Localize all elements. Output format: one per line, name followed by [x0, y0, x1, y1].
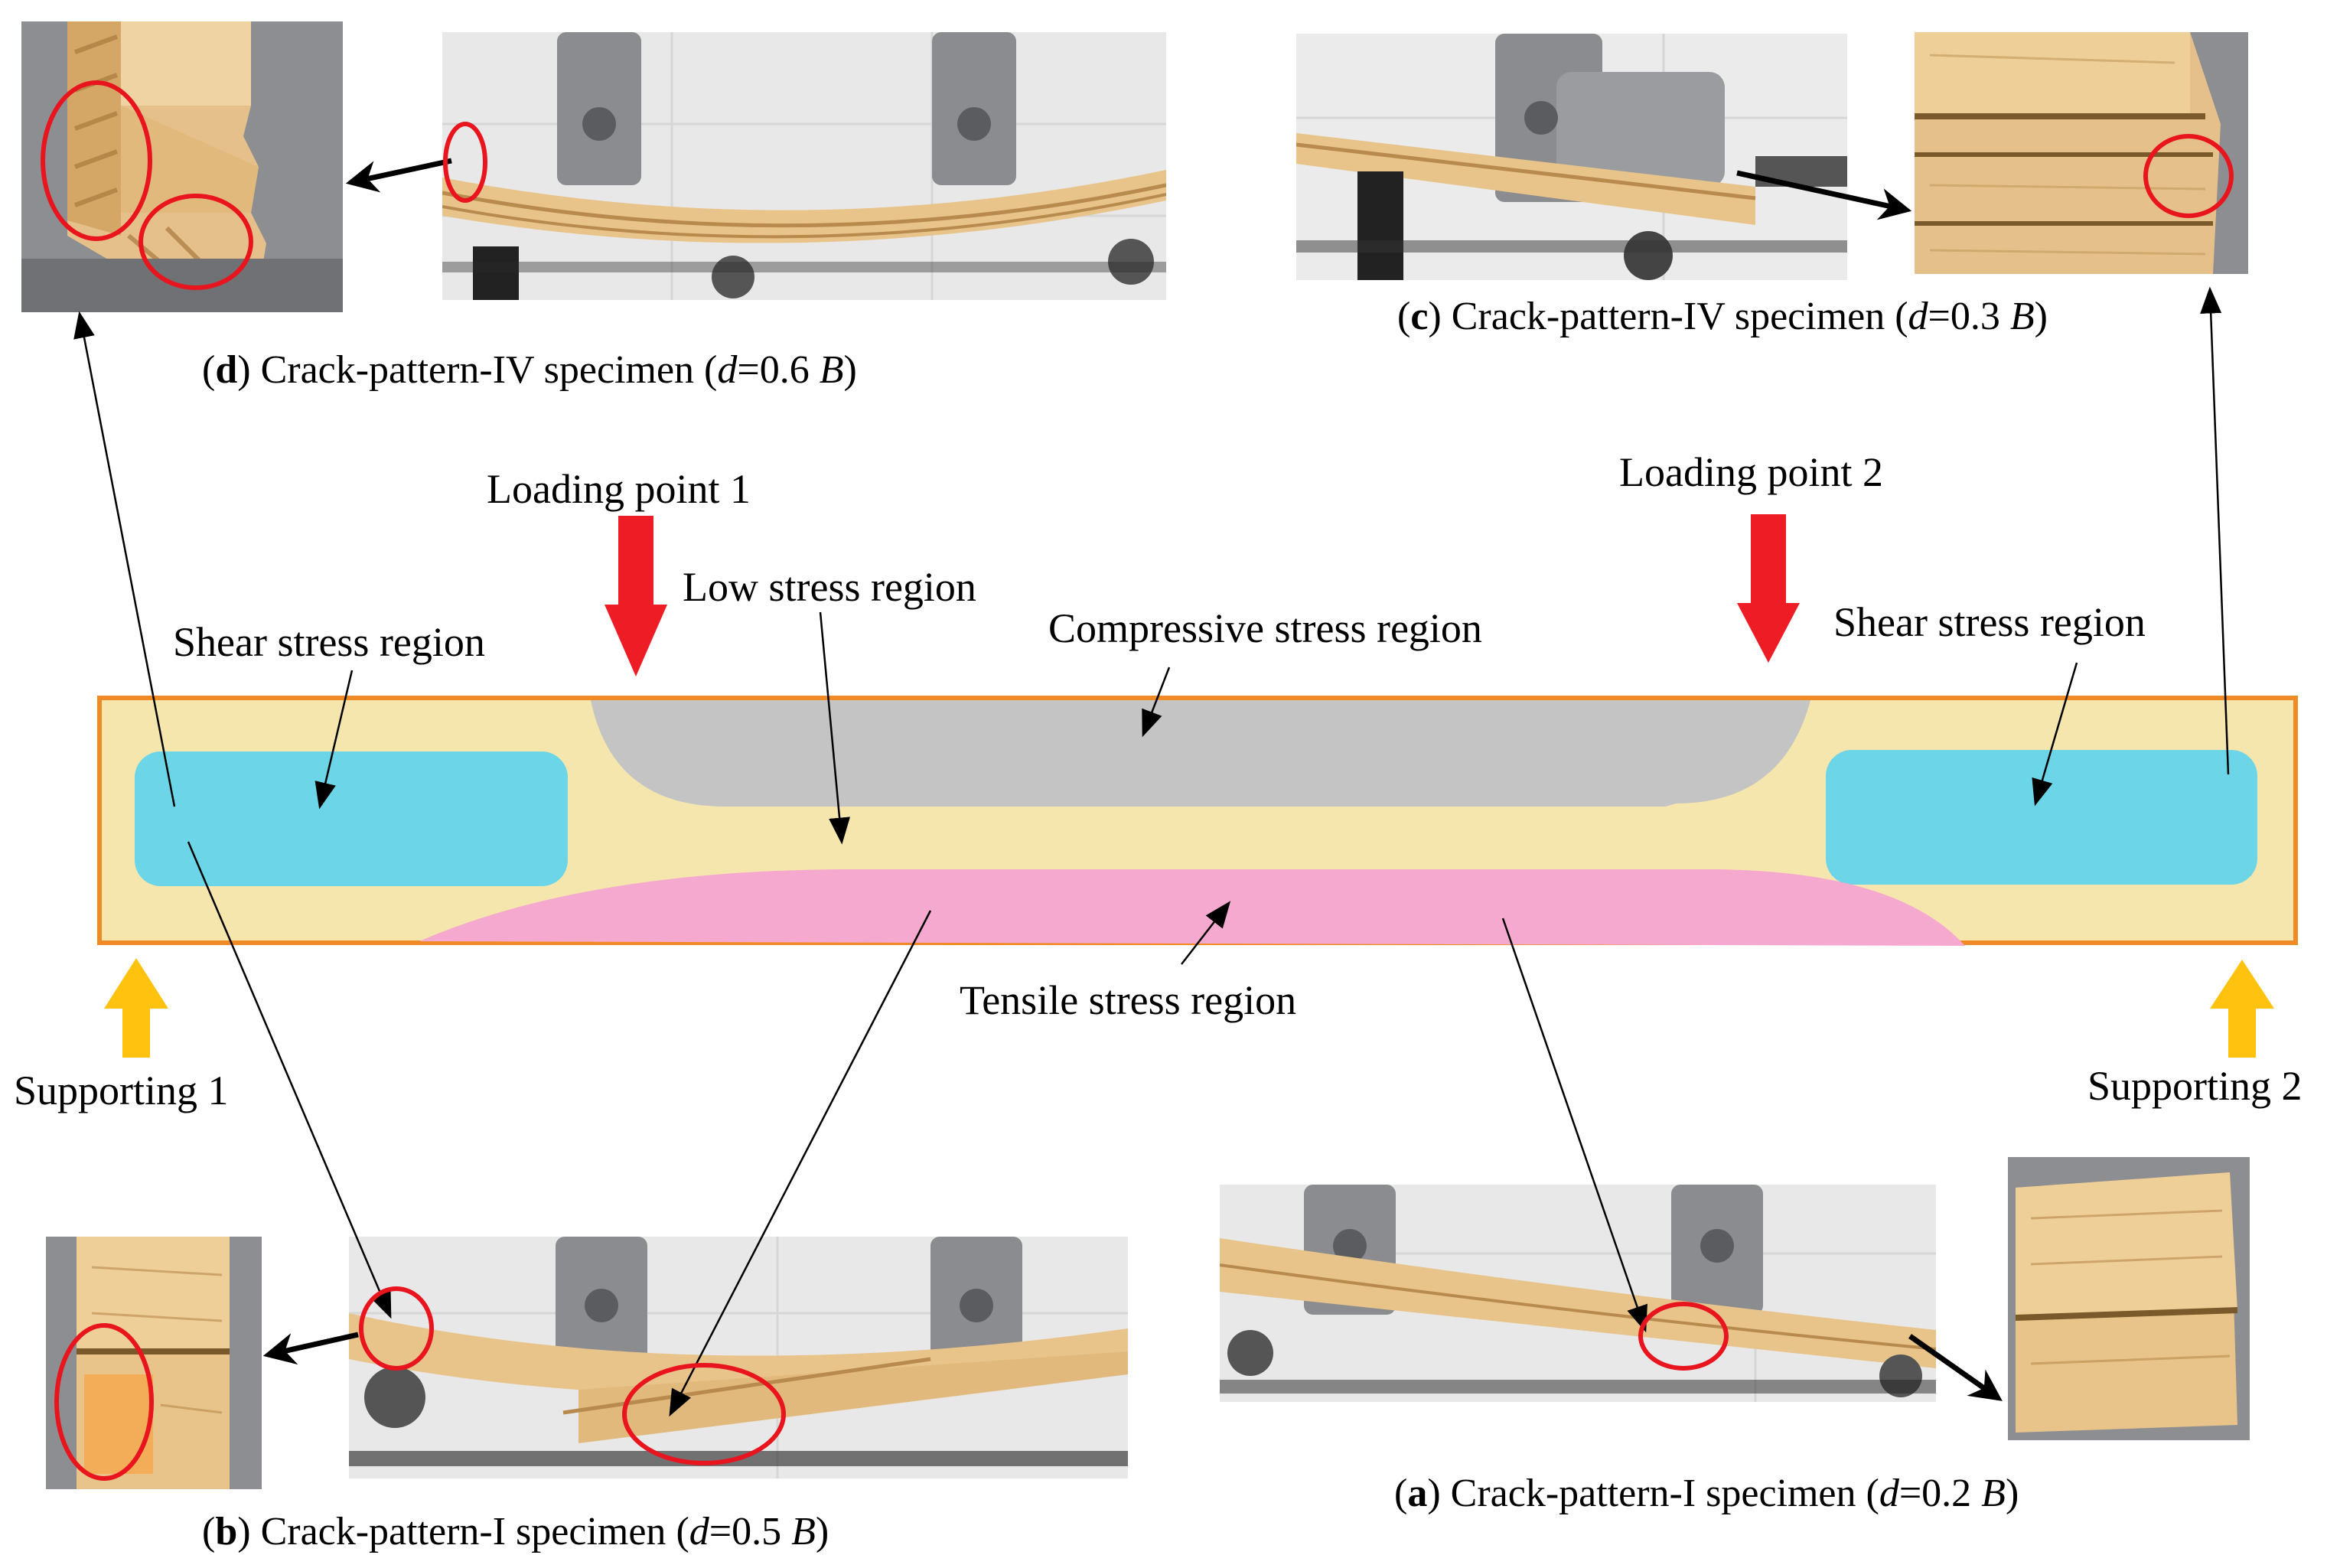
label-low-stress-region: Low stress region — [683, 566, 976, 608]
highlight-circle-b-test-2 — [624, 1365, 784, 1463]
connector-tensile-to-a — [1503, 918, 1645, 1330]
load-arrow-2 — [1737, 514, 1800, 663]
highlight-circle-d-end-1 — [43, 83, 150, 239]
caption-b: (b) Crack-pattern-I specimen (d=0.5 B) — [202, 1512, 829, 1552]
shear-region-left — [135, 751, 568, 886]
caption-b-tag: b — [215, 1510, 237, 1553]
support-arrow-1 — [104, 958, 168, 1058]
highlight-circle-c-end — [2146, 136, 2231, 216]
caption-d: (d) Crack-pattern-IV specimen (d=0.6 B) — [202, 350, 857, 390]
support-arrow-2 — [2210, 960, 2274, 1058]
label-shear-stress-region-right: Shear stress region — [1833, 601, 2146, 643]
label-supporting-1: Supporting 1 — [14, 1070, 229, 1111]
caption-a: (a) Crack-pattern-I specimen (d=0.2 B) — [1394, 1474, 2019, 1514]
highlight-circle-b-end — [57, 1325, 152, 1478]
caption-d-tag: d — [215, 348, 237, 392]
shear-region-right — [1826, 750, 2257, 885]
highlight-circle-b-test-1 — [361, 1289, 432, 1368]
label-tensile-stress-region: Tensile stress region — [960, 980, 1296, 1021]
load-arrow-1 — [605, 516, 667, 676]
caption-a-tag: a — [1407, 1472, 1427, 1515]
arrow-a-to-end — [1910, 1336, 1997, 1397]
label-loading-point-2: Loading point 2 — [1619, 451, 1883, 493]
highlight-circle-d-end-2 — [141, 196, 251, 288]
label-compressive-stress-region: Compressive stress region — [1048, 608, 1482, 649]
caption-c: (c) Crack-pattern-IV specimen (d=0.3 B) — [1397, 297, 2048, 337]
label-loading-point-1: Loading point 1 — [487, 468, 751, 510]
compressive-region — [591, 700, 1810, 807]
arrow-b-to-end — [269, 1335, 358, 1354]
connector-tensile-to-b — [670, 911, 930, 1414]
arrow-c-to-end — [1737, 173, 1905, 210]
caption-c-tag: c — [1410, 295, 1428, 338]
arrow-d-to-end — [352, 161, 451, 182]
label-shear-stress-region-left: Shear stress region — [173, 621, 485, 663]
label-supporting-2: Supporting 2 — [2087, 1065, 2303, 1107]
highlight-circle-a-test — [1641, 1304, 1726, 1368]
